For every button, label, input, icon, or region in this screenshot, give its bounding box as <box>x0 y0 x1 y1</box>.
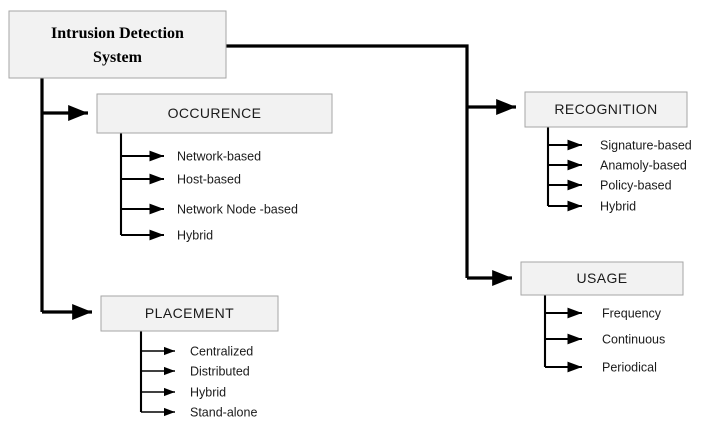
leaf-label-recognition-1: Anamoly-based <box>600 158 687 172</box>
connectors-layer <box>40 44 582 417</box>
leaf-label-placement-1: Distributed <box>190 364 250 378</box>
leaf-label-occurence-2: Network Node -based <box>177 202 298 216</box>
category-node-placement[interactable]: PLACEMENT <box>100 295 279 332</box>
category-box-placement <box>100 295 279 332</box>
root-node-label-line1: Intrusion Detection <box>51 25 184 42</box>
leaf-label-placement-2: Hybrid <box>190 385 226 399</box>
leaf-label-occurence-1: Host-based <box>177 172 241 186</box>
category-box-recognition <box>524 91 688 128</box>
category-label-placement: PLACEMENT <box>145 305 234 321</box>
category-node-usage[interactable]: USAGE <box>520 261 684 296</box>
category-label-occurence: OCCURENCE <box>168 105 262 121</box>
leaf-label-usage-1: Continuous <box>602 332 665 346</box>
leaf-label-placement-0: Centralized <box>190 344 253 358</box>
root-node-label-line2: System <box>93 49 143 66</box>
category-node-occurence[interactable]: OCCURENCE <box>96 93 333 134</box>
category-box-usage <box>520 261 684 296</box>
root-node-box <box>8 10 227 79</box>
category-node-recognition[interactable]: RECOGNITION <box>524 91 688 128</box>
category-label-usage: USAGE <box>576 270 627 286</box>
root-right-trunk <box>226 44 469 278</box>
category-box-occurence <box>96 93 333 134</box>
leaf-label-placement-3: Stand-alone <box>190 405 257 419</box>
leaf-label-occurence-3: Hybrid <box>177 228 213 242</box>
leaf-label-usage-2: Periodical <box>602 360 657 374</box>
leaf-label-recognition-0: Signature-based <box>600 138 692 152</box>
leaf-label-usage-0: Frequency <box>602 306 662 320</box>
leaf-label-recognition-3: Hybrid <box>600 199 636 213</box>
leaf-label-occurence-0: Network-based <box>177 149 261 163</box>
category-label-recognition: RECOGNITION <box>554 101 657 117</box>
leaf-label-recognition-2: Policy-based <box>600 178 672 192</box>
